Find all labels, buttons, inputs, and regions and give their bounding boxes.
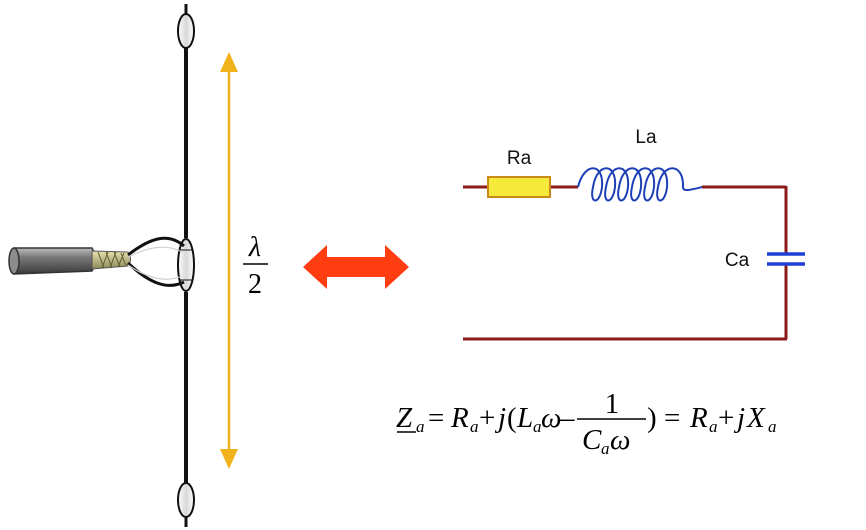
feed-wire-top — [127, 236, 185, 257]
coax-cable — [8, 236, 185, 287]
formula-j: j — [494, 402, 506, 434]
formula-j2: j — [733, 402, 745, 434]
arrowhead-up — [220, 52, 238, 72]
formula-open-paren: ( — [507, 402, 517, 434]
bottom-insulator — [177, 482, 195, 527]
formula-fraction-numerator: 1 — [605, 388, 620, 420]
formula-minus: – — [559, 402, 575, 434]
formula-z-subscript: a — [416, 417, 425, 436]
formula-x: X — [746, 402, 766, 434]
formula-z: Z — [396, 402, 413, 434]
formula-l: L — [516, 402, 533, 434]
formula-r-subscript: a — [470, 417, 479, 436]
equivalence-double-arrow — [303, 245, 409, 289]
formula-equals-2: = — [664, 402, 680, 434]
capacitor-label: Ca — [725, 250, 750, 271]
feed-wire-bottom — [126, 261, 185, 287]
dipole-antenna — [8, 4, 195, 527]
capacitor — [767, 252, 805, 266]
coax-braid — [91, 250, 131, 270]
formula-r: R — [450, 402, 469, 434]
half-wavelength-arrow — [220, 52, 238, 469]
lambda-over-2-fraction: λ 2 — [243, 232, 268, 300]
formula-c: C — [582, 424, 602, 456]
formula-close-paren: ) — [647, 402, 657, 434]
fraction-numerator: λ — [248, 232, 261, 263]
formula-l-subscript: a — [533, 417, 542, 436]
formula-equals-1: = — [428, 402, 444, 434]
formula-omega-2: ω — [610, 424, 630, 456]
equivalent-circuit: Ra La Ca — [463, 127, 805, 341]
inductor — [577, 167, 703, 202]
formula-r2: R — [689, 402, 708, 434]
arrowhead-down — [220, 449, 238, 469]
inductor-label: La — [635, 127, 657, 148]
formula-c-subscript: a — [601, 439, 610, 458]
formula-omega-1: ω — [541, 402, 561, 434]
formula-r2-subscript: a — [709, 417, 718, 436]
formula-x-subscript: a — [768, 417, 777, 436]
fraction-denominator: 2 — [248, 269, 262, 300]
impedance-formula: Z a = R a + j ( L a ω – 1 C a ω ) = R a … — [396, 388, 777, 458]
resistor — [487, 176, 551, 198]
top-insulator — [177, 4, 195, 52]
formula-plus-2: + — [718, 402, 734, 434]
resistor-label: Ra — [507, 148, 532, 169]
formula-plus-1: + — [479, 402, 495, 434]
